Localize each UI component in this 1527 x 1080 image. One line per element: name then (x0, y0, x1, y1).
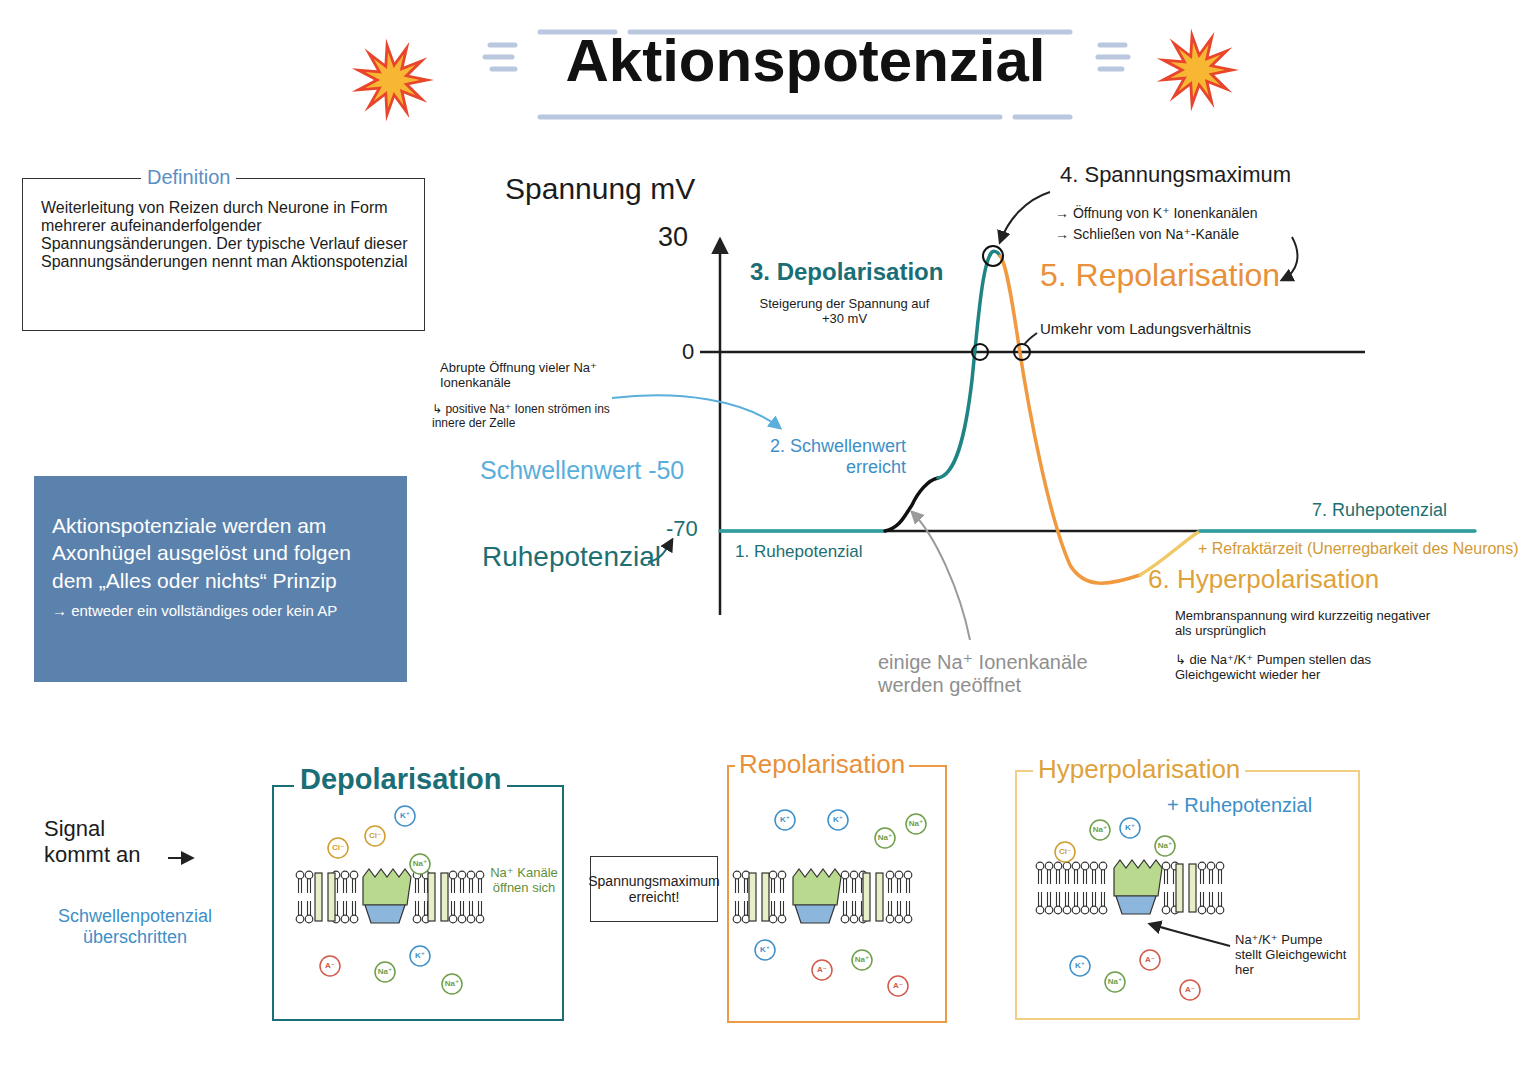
definition-box: DefinitionWeiterleitung von Reizen durch… (22, 178, 425, 331)
ion-label: Na⁺ (904, 817, 928, 831)
box-text: Aktionspotenziale werden am Axonhügel au… (52, 512, 391, 594)
membrane (296, 860, 1224, 923)
phase-label: 6. Hyperpolarisation (1148, 564, 1379, 595)
ion-label: Na⁺ (373, 965, 397, 979)
phase-label: 3. Depolarisation (750, 258, 943, 286)
info-box: Aktionspotenziale werden am Axonhügel au… (34, 476, 407, 682)
ion-label: A⁻ (318, 959, 342, 973)
depolarisation-panel: DepolarisationNa⁺ Kanäle öffnen sich (272, 785, 564, 1021)
note: Schwellenpotenzial überschritten (30, 906, 240, 948)
phase-label: 2. Schwellenwert erreicht (738, 436, 906, 478)
ion-label: Na⁺ (408, 857, 432, 871)
lipid-bilayer (296, 869, 484, 923)
ion-label: Na⁺ (1153, 839, 1177, 853)
phase-note: Umkehr vom Ladungsverhältnis (1040, 320, 1251, 337)
note: Abrupte Öffnung vieler Na⁺ Ionenkanäle (440, 360, 620, 390)
note-box: Spannungsmaximum erreicht! (590, 856, 718, 922)
ion-label: A⁻ (810, 963, 834, 977)
ion-label: A⁻ (1178, 983, 1202, 997)
panel-label: Na⁺/K⁺ Pumpe stellt Gleichgewicht her (1235, 932, 1350, 977)
ion-label: Na⁺ (873, 831, 897, 845)
ion-label: K⁺ (408, 949, 432, 963)
starburst (352, 38, 434, 121)
lipid-bilayer (733, 869, 912, 923)
title: Aktionspotenzial (533, 26, 1078, 95)
ion-label: Na⁺ (850, 953, 874, 967)
panel-label: Na⁺ Kanäle öffnen sich (488, 865, 560, 895)
note: ↳ positive Na⁺ Ionen strömen ins innere … (432, 402, 612, 430)
action-potential-curve (720, 251, 1475, 583)
axis-value: -70 (666, 516, 698, 542)
phase-label: 5. Repolarisation (1040, 257, 1280, 294)
ion-label: Cl⁻ (363, 829, 387, 843)
ion-label: K⁺ (773, 813, 797, 827)
ion-label: Cl⁻ (1053, 845, 1077, 859)
box-text: Weiterleitung von Reizen durch Neurone i… (41, 199, 408, 271)
panel-label: Repolarisation (735, 749, 909, 780)
note: einige Na⁺ Ionenkanäle werden geöffnet (878, 650, 1118, 697)
resting-label: Ruhepotenzial (482, 541, 661, 573)
box-text: → entweder ein vollständiges oder kein A… (52, 602, 391, 619)
axis-value: 30 (658, 222, 688, 253)
ion-label: K⁺ (1118, 821, 1142, 835)
starburst (365, 52, 420, 107)
ion-label: Cl⁻ (326, 841, 350, 855)
phase-note: ↳ die Na⁺/K⁺ Pumpen stellen das Gleichge… (1175, 652, 1437, 682)
ion-label: K⁺ (753, 943, 777, 957)
note: Signal kommt an (44, 816, 164, 868)
ion-label: K⁺ (826, 813, 850, 827)
panel-label: Hyperpolarisation (1033, 754, 1245, 785)
ion-label: A⁻ (886, 979, 910, 993)
phase-note: Membranspannung wird kurzzeitig negative… (1175, 608, 1437, 638)
threshold-label: Schwellenwert -50 (480, 456, 684, 485)
phase-label: 4. Spannungsmaximum (1060, 162, 1291, 188)
repolarisation-panel: Repolarisation (727, 765, 947, 1023)
ion-label: K⁺ (1068, 959, 1092, 973)
phase-note: Steigerung der Spannung auf +30 mV (752, 296, 937, 326)
starburst (1170, 42, 1225, 97)
phase-label: 1. Ruhepotenzial (735, 542, 863, 562)
ion-label: Na⁺ (1103, 975, 1127, 989)
marker-circles (972, 246, 1030, 360)
box-text: Spannungsmaximum erreicht! (588, 873, 720, 905)
phase-note: → Öffnung von K⁺ Ionenkanälen (1055, 205, 1258, 221)
panel-label: + Ruhepotenzial (1167, 794, 1312, 817)
note-text-holder: Spannungsmaximum erreicht! (588, 873, 720, 905)
phase-label: 7. Ruhepotenzial (1312, 500, 1447, 521)
ion-label: K⁺ (393, 809, 417, 823)
panel-label: Definition (141, 166, 236, 189)
ion-label: Na⁺ (440, 977, 464, 991)
chart-axes (700, 240, 1475, 615)
lipid-bilayer (1036, 860, 1224, 914)
axis-value: 0 (682, 339, 694, 365)
ion-label: A⁻ (1138, 953, 1162, 967)
panel-label: Depolarisation (294, 763, 507, 796)
phase-note: → Schließen von Na⁺-Kanäle (1055, 226, 1239, 242)
hyperpolarisation-panel: Hyperpolarisation+ RuhepotenzialNa⁺/K⁺ P… (1015, 770, 1360, 1020)
starburst (1157, 28, 1239, 111)
note: + Refraktärzeit (Unerregbarkeit des Neur… (1198, 540, 1520, 558)
axis-title: Spannung mV (505, 172, 695, 206)
ion-circles (320, 806, 1200, 1000)
ion-label: Na⁺ (1088, 823, 1112, 837)
